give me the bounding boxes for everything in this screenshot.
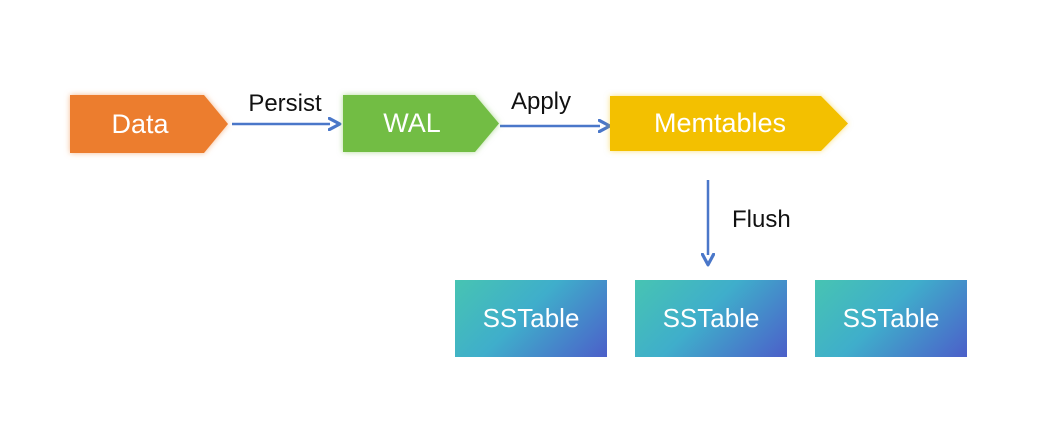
node-data-shape: Data [70,95,228,153]
node-memtables: Memtables [610,96,848,151]
node-wal-label: WAL [383,108,441,138]
node-wal: WAL [343,95,499,152]
node-sstable-1: SSTable [455,280,607,357]
node-data-label: Data [111,108,169,139]
node-sstable-3: SSTable [815,280,967,357]
node-memtables-label: Memtables [653,108,787,138]
node-sstable-2: SSTable [635,280,787,357]
edge-label-flush: Flush [732,206,791,233]
edge-label-persist: Persist [248,90,322,117]
node-data: Data [70,95,228,153]
node-sstable-3-label: SSTable [842,303,940,333]
node-sstable-1-label: SSTable [482,303,580,333]
node-sstable-2-label: SSTable [662,303,760,333]
node-memtables-shape: Memtables [610,96,848,151]
edge-label-apply: Apply [510,88,572,115]
node-wal-shape: WAL [343,95,499,152]
